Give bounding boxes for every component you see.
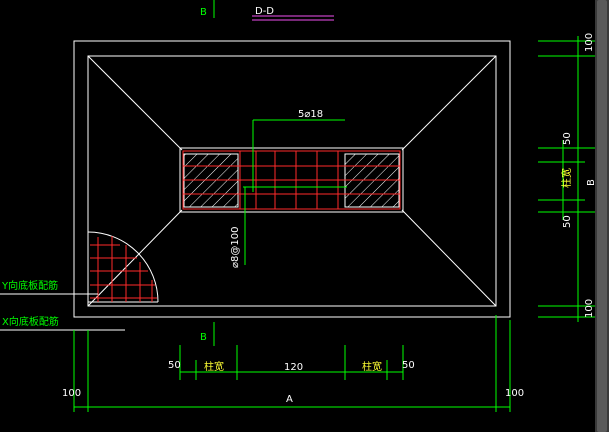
scrollbar-thumb[interactable] bbox=[597, 0, 607, 432]
top-rebar-label: 5⌀18 bbox=[298, 109, 323, 120]
vertical-scrollbar[interactable] bbox=[595, 0, 609, 432]
beam-outline bbox=[179, 147, 404, 213]
dim-column-width-left: 柱宽 bbox=[204, 360, 224, 373]
right-dimension-chain bbox=[538, 36, 600, 322]
dim-right-bottom: 100 bbox=[584, 299, 595, 318]
dim-right-edge: 50 bbox=[402, 360, 415, 371]
dim-right-top: 100 bbox=[584, 33, 595, 52]
dim-right-lower: 50 bbox=[562, 215, 573, 228]
section-marker-top: B bbox=[200, 7, 207, 18]
dim-right-upper: 50 bbox=[562, 132, 573, 145]
dim-left-offset: 100 bbox=[62, 388, 81, 399]
section-marker-bottom: B bbox=[200, 332, 207, 343]
dim-middle: 120 bbox=[284, 362, 303, 373]
slope-line-br bbox=[401, 209, 497, 307]
dim-right-total: B bbox=[586, 179, 597, 186]
dim-right-offset: 100 bbox=[505, 388, 524, 399]
slope-line-tl bbox=[87, 55, 183, 151]
beam-rebar-grid bbox=[183, 151, 400, 209]
bottom-rebar-detail bbox=[87, 231, 159, 303]
dim-left-edge: 50 bbox=[168, 360, 181, 371]
dim-right-column-width: 柱宽 bbox=[560, 168, 573, 188]
dim-total: A bbox=[286, 394, 293, 405]
slope-line-tr bbox=[401, 55, 497, 151]
footing-step-outline bbox=[87, 55, 497, 307]
x-rebar-label: X向底板配筋 bbox=[2, 315, 59, 328]
bottom-dimension-chain bbox=[73, 315, 511, 412]
section-title: D-D bbox=[255, 6, 274, 17]
stirrup-label: ⌀8@100 bbox=[230, 227, 241, 268]
y-rebar-label: Y向底板配筋 bbox=[1, 279, 58, 292]
dim-column-width-right: 柱宽 bbox=[362, 360, 382, 373]
foundation-outline bbox=[73, 40, 511, 318]
